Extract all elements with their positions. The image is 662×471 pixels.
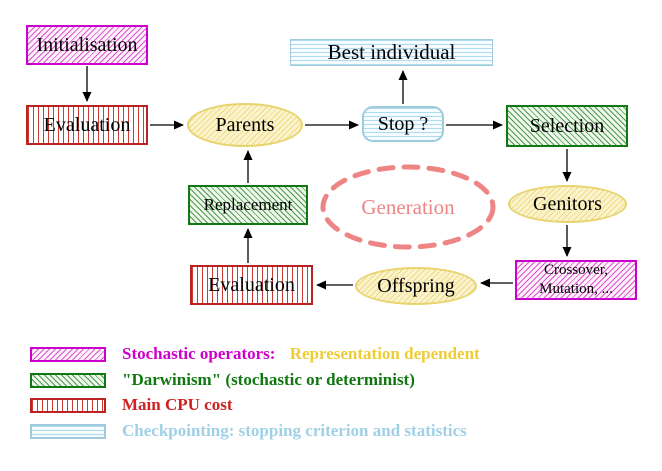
node-generation-label: Generation [361, 195, 455, 219]
node-replacement: Replacement [188, 185, 308, 225]
legend-row-cpu-cost: Main CPU cost [30, 395, 233, 414]
legend-row-checkpointing: Checkpointing: stopping criterion and st… [30, 421, 467, 440]
legend-label: "Darwinism" (stochastic or determinist) [122, 370, 415, 389]
legend-label-representation: Representation dependent [289, 344, 480, 363]
green-hatch-swatch [30, 372, 106, 388]
legend-label-stochastic: Stochastic operators: [122, 344, 276, 363]
crossover-line1: Crossover, [544, 262, 608, 279]
crossover-line2: Mutation, ... [539, 281, 613, 297]
node-initialisation: Initialisation [26, 25, 148, 65]
cyan-stripes-swatch [30, 423, 106, 439]
legend-row-stochastic-operators: Stochastic operators: Representation dep… [30, 344, 480, 364]
node-crossover-mutation: Crossover, Mutation, ... [515, 260, 637, 300]
legend-label: Checkpointing: stopping criterion and st… [122, 421, 467, 440]
node-evaluation-top: Evaluation [26, 105, 148, 145]
node-best-individual: Best individual [290, 39, 493, 66]
red-stripes-swatch [30, 397, 106, 413]
node-stop: Stop ? [362, 106, 444, 142]
node-parents: Parents [187, 103, 303, 147]
node-genitors: Genitors [508, 185, 627, 223]
node-offspring: Offspring [355, 267, 477, 305]
node-evaluation-bottom: Evaluation [190, 265, 313, 305]
legend-label: Stochastic operators: Representation dep… [122, 344, 480, 364]
magenta-hatch-swatch [30, 346, 106, 362]
legend-label: Main CPU cost [122, 395, 233, 414]
legend-row-darwinism: "Darwinism" (stochastic or determinist) [30, 370, 415, 389]
node-selection: Selection [506, 105, 628, 147]
